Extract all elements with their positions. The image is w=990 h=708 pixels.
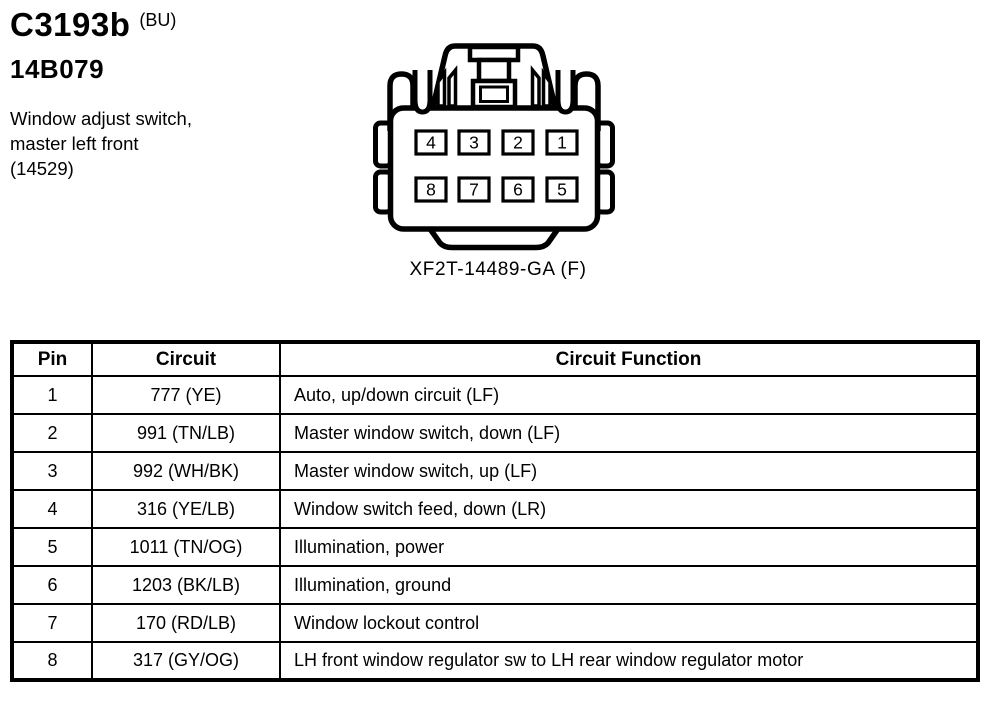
connector-body [387, 105, 601, 232]
pin-cavity-label: 8 [426, 180, 436, 200]
table-row: 6 1203 (BK/LB) Illumination, ground [11, 565, 979, 605]
description-line: (14529) [10, 158, 74, 179]
table-row: 3 992 (WH/BK) Master window switch, up (… [11, 451, 979, 491]
function-cell: Window lockout control [279, 603, 979, 643]
connector-face-diagram: 4 3 2 1 8 7 6 5 [373, 43, 615, 251]
pin-cell: 3 [11, 451, 93, 491]
latch-valley [412, 70, 433, 115]
table-row: 7 170 (RD/LB) Window lockout control [11, 603, 979, 643]
circuit-cell: 317 (GY/OG) [91, 641, 281, 681]
latch-rib [541, 67, 552, 108]
connector-id-line: C3193b (BU) [10, 6, 176, 44]
pin-cavity-2 [501, 129, 535, 156]
function-cell: LH front window regulator sw to LH rear … [279, 641, 979, 681]
circuit-cell: 170 (RD/LB) [91, 603, 281, 643]
pin-cavity-label: 1 [557, 133, 567, 153]
circuit-cell: 1011 (TN/OG) [91, 527, 281, 567]
pin-cell: 7 [11, 603, 93, 643]
connector-harness-code: (BU) [139, 10, 177, 30]
pin-cell: 1 [11, 375, 93, 415]
pin-cavity-4 [414, 129, 448, 156]
pinout-table: Pin Circuit Circuit Function 1 777 (YE) … [10, 340, 980, 682]
part-number: 14B079 [10, 54, 105, 84]
circuit-cell: 316 (YE/LB) [91, 489, 281, 529]
description-line: Window adjust switch, [10, 108, 192, 129]
pin-cavity-label: 5 [557, 180, 567, 200]
function-cell: Master window switch, down (LF) [279, 413, 979, 453]
pin-cavity-6 [501, 176, 535, 203]
circuit-cell: 992 (WH/BK) [91, 451, 281, 491]
latch-rib [436, 67, 447, 108]
connector-id: C3193b [10, 6, 131, 43]
pin-cavity-label: 4 [426, 133, 436, 153]
description-line: master left front [10, 133, 139, 154]
circuit-column-header: Circuit [91, 341, 281, 377]
table-row: 4 316 (YE/LB) Window switch feed, down (… [11, 489, 979, 529]
function-cell: Illumination, ground [279, 565, 979, 605]
pin-cavity-1 [545, 129, 579, 156]
pin-cell: 2 [11, 413, 93, 453]
pin-cell: 8 [11, 641, 93, 681]
table-row: 8 317 (GY/OG) LH front window regulator … [11, 641, 979, 681]
circuit-cell: 1203 (BK/LB) [91, 565, 281, 605]
pin-column-header: Pin [11, 341, 93, 377]
latch-rib [447, 65, 458, 108]
table-row: 5 1011 (TN/OG) Illumination, power [11, 527, 979, 567]
pin-cavity-3 [457, 129, 491, 156]
table-row: 1 777 (YE) Auto, up/down circuit (LF) [11, 375, 979, 415]
pin-cell: 6 [11, 565, 93, 605]
circuit-cell: 991 (TN/LB) [91, 413, 281, 453]
pin-cavity-label: 3 [469, 133, 479, 153]
component-description: Window adjust switch, master left front … [10, 106, 192, 181]
latch-valley [555, 70, 576, 115]
function-cell: Window switch feed, down (LR) [279, 489, 979, 529]
table-header-row: Pin Circuit Circuit Function [11, 341, 979, 377]
pin-cavity-label: 7 [469, 180, 479, 200]
pin-cell: 4 [11, 489, 93, 529]
circuit-cell: 777 (YE) [91, 375, 281, 415]
connector-part-label: XF2T-14489-GA (F) [409, 259, 587, 280]
function-cell: Master window switch, up (LF) [279, 451, 979, 491]
latch-window-inner [479, 85, 509, 103]
latch-plunger-neck [476, 57, 512, 84]
function-cell: Illumination, power [279, 527, 979, 567]
pin-cavity-5 [545, 176, 579, 203]
pin-cell: 5 [11, 527, 93, 567]
pin-cavity-label: 2 [513, 133, 523, 153]
pin-cavity-7 [457, 176, 491, 203]
circuit-function-column-header: Circuit Function [279, 341, 979, 377]
table-row: 2 991 (TN/LB) Master window switch, down… [11, 413, 979, 453]
pin-cavity-8 [414, 176, 448, 203]
latch-rib [530, 65, 541, 108]
function-cell: Auto, up/down circuit (LF) [279, 375, 979, 415]
pin-cavity-label: 6 [513, 180, 523, 200]
